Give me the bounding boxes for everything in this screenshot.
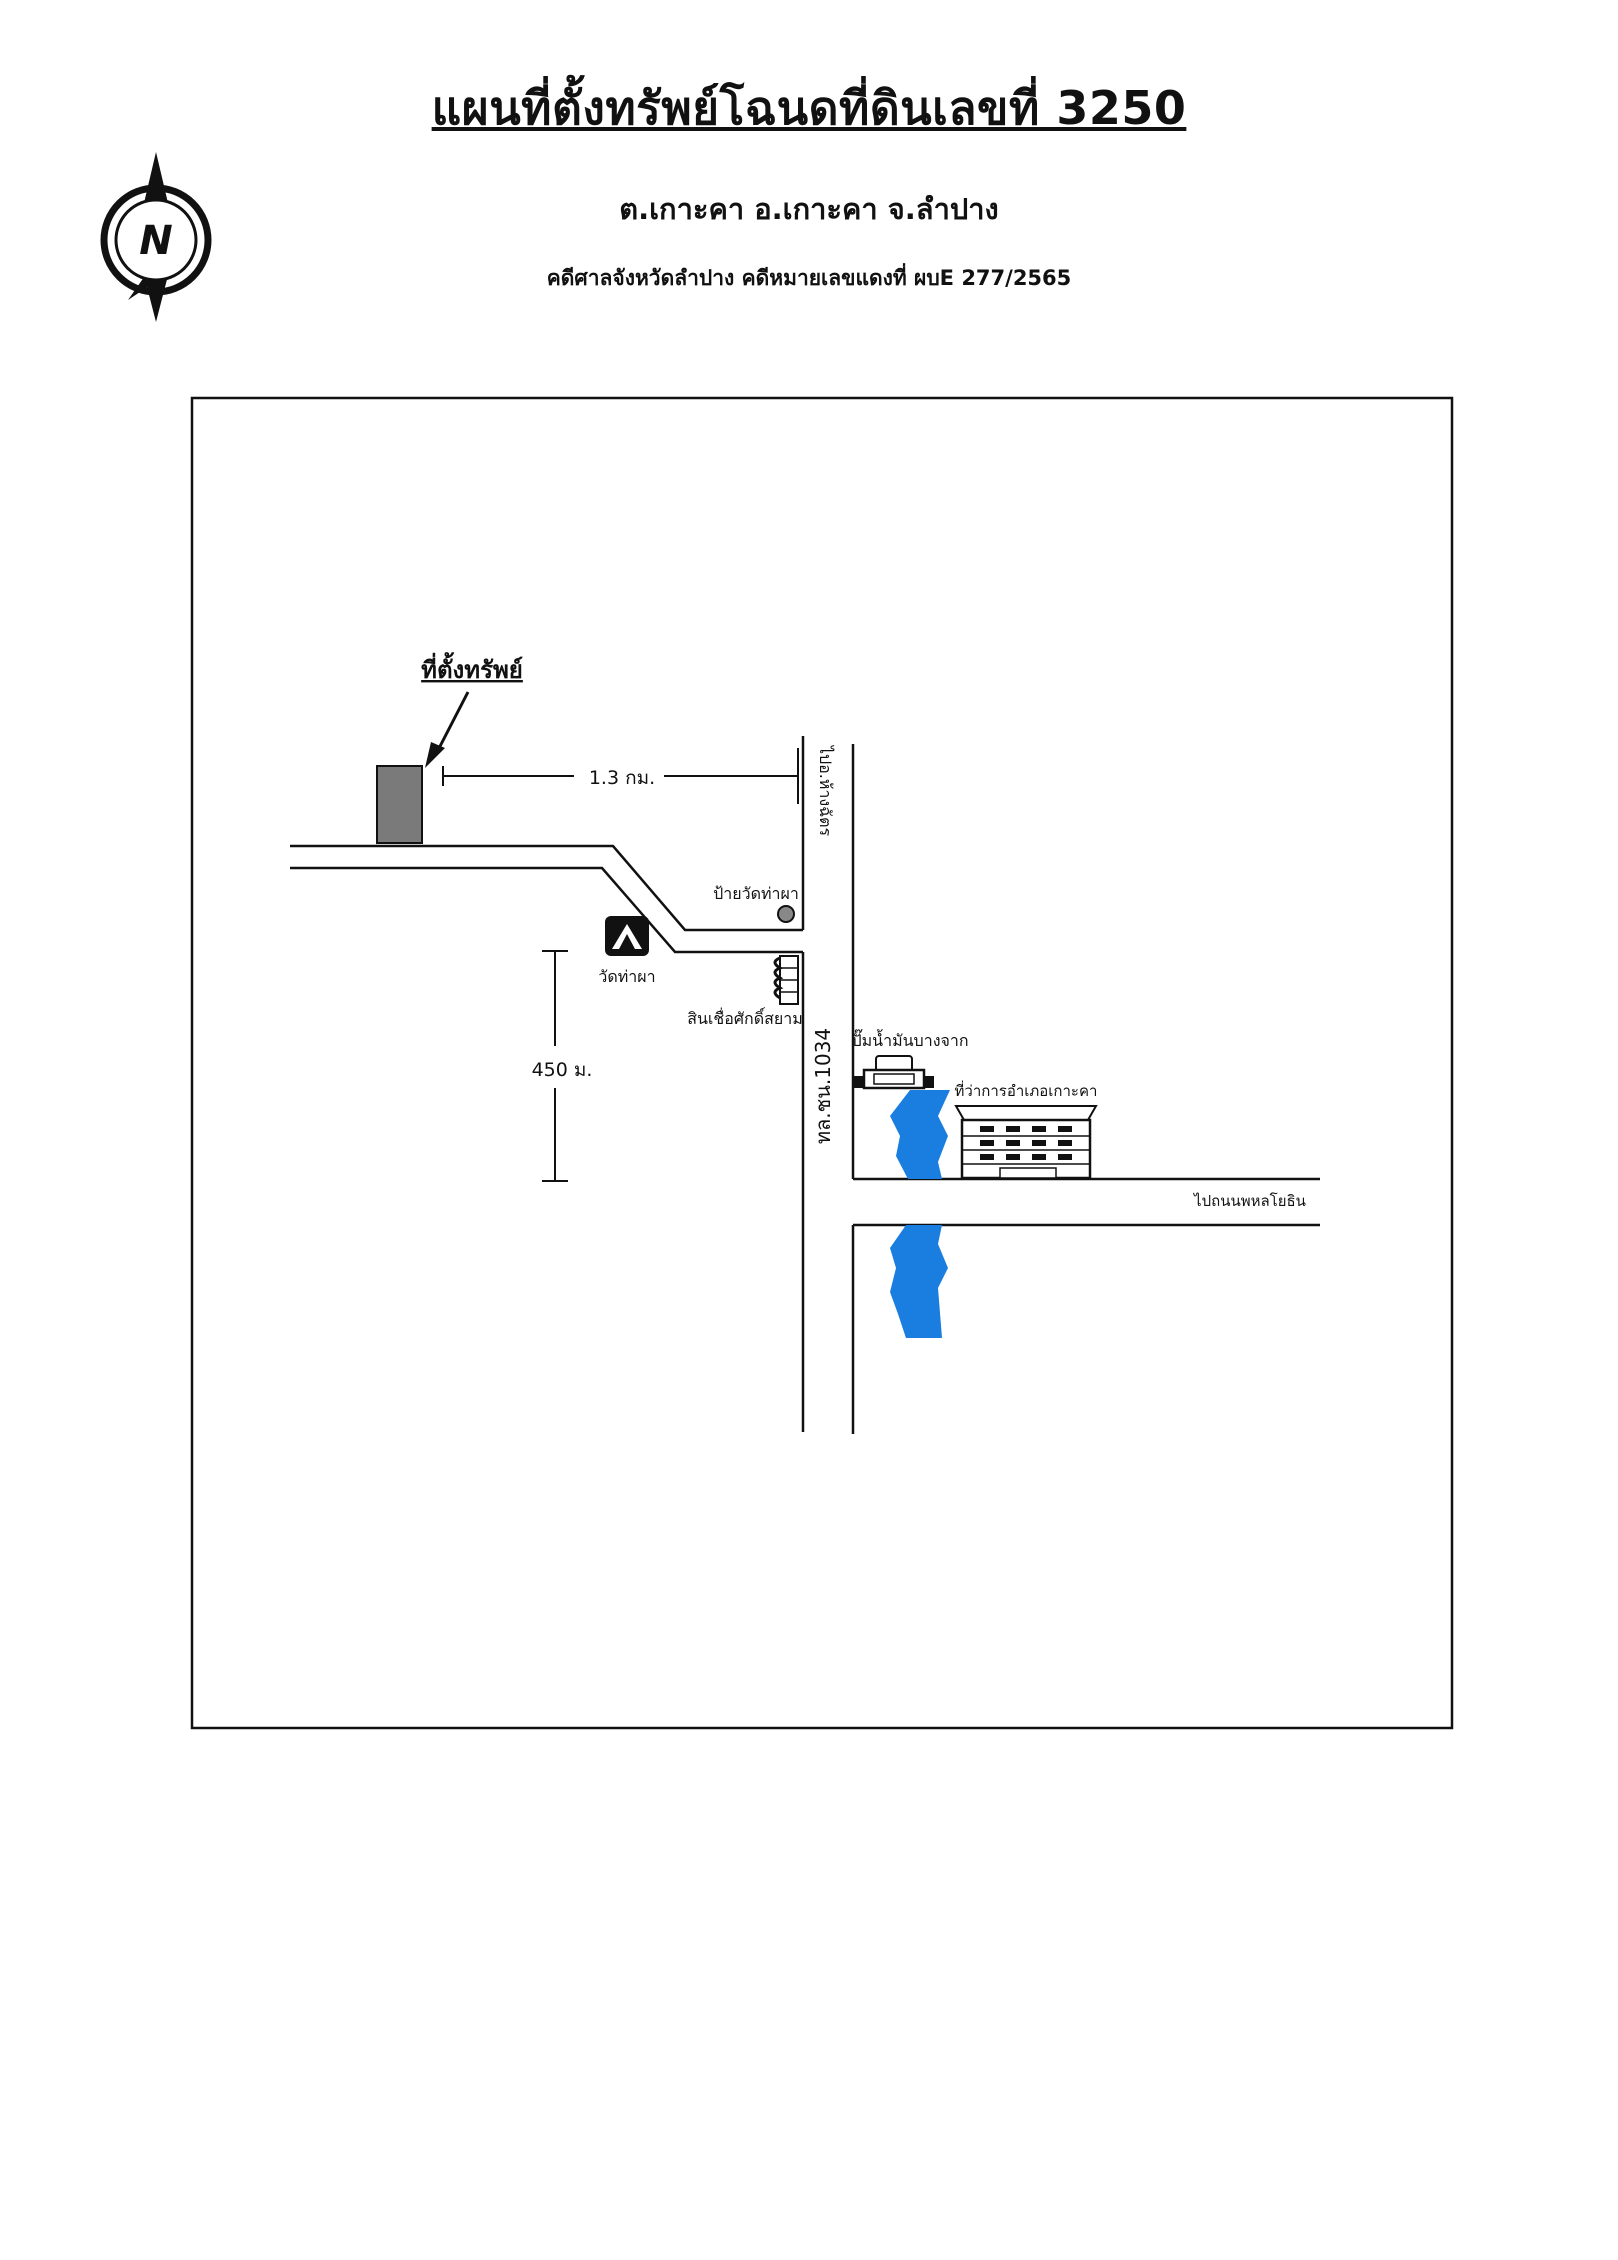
- temple-icon: [605, 916, 649, 956]
- river-south: [890, 1225, 948, 1338]
- label-to-hang-chat: ไปอ.ห้างฉัตร: [816, 744, 835, 837]
- location-subtitle: ต.เกาะคา อ.เกาะคา จ.ลำปาง: [619, 192, 999, 226]
- label-gas-station: ปั๊มน้ำมันบางจาก: [851, 1029, 968, 1050]
- case-info: คดีศาลจังหวัดลำปาง คดีหมายเลขแดงที่ ผบE …: [546, 266, 1072, 290]
- property-parcel: [376, 765, 423, 844]
- north-arrow-icon: N: [92, 150, 232, 325]
- label-district-office: ที่ว่าการอำเภอเกาะคา: [955, 1080, 1098, 1100]
- distance-horizontal: 1.3 กม.: [589, 767, 655, 789]
- page-title: แผนที่ตั้งทรัพย์โฉนดที่ดินเลขที่ 3250: [431, 81, 1187, 135]
- side-road-lower: [290, 866, 803, 954]
- label-sign-wat-tha-pha: ป้ายวัดท่าผา: [713, 884, 799, 903]
- label-siam-shop: สินเชื่อศักดิ์สยาม: [687, 1007, 803, 1028]
- side-road-upper: [290, 844, 803, 932]
- distance-vertical: 450 ม.: [532, 1059, 593, 1081]
- river-north: [890, 1090, 950, 1179]
- gas-station-icon: [854, 1055, 934, 1090]
- compass-letter: N: [139, 218, 172, 264]
- label-wat-tha-pha: วัดท่าผา: [598, 967, 655, 986]
- label-highway: ทล.ชน.1034: [811, 1028, 835, 1144]
- shophouse-icon: [773, 955, 799, 1005]
- district-office-icon: [954, 1105, 1098, 1180]
- label-to-road: ไปถนนพหลโยธิน: [1193, 1192, 1306, 1210]
- map-frame: ที่ตั้งทรัพย์ 1.3 กม. ไปอ.ห้างฉัตร ทล.ชน…: [190, 396, 1454, 1730]
- property-label: ที่ตั้งทรัพย์: [421, 651, 523, 684]
- sign-marker: [777, 905, 795, 923]
